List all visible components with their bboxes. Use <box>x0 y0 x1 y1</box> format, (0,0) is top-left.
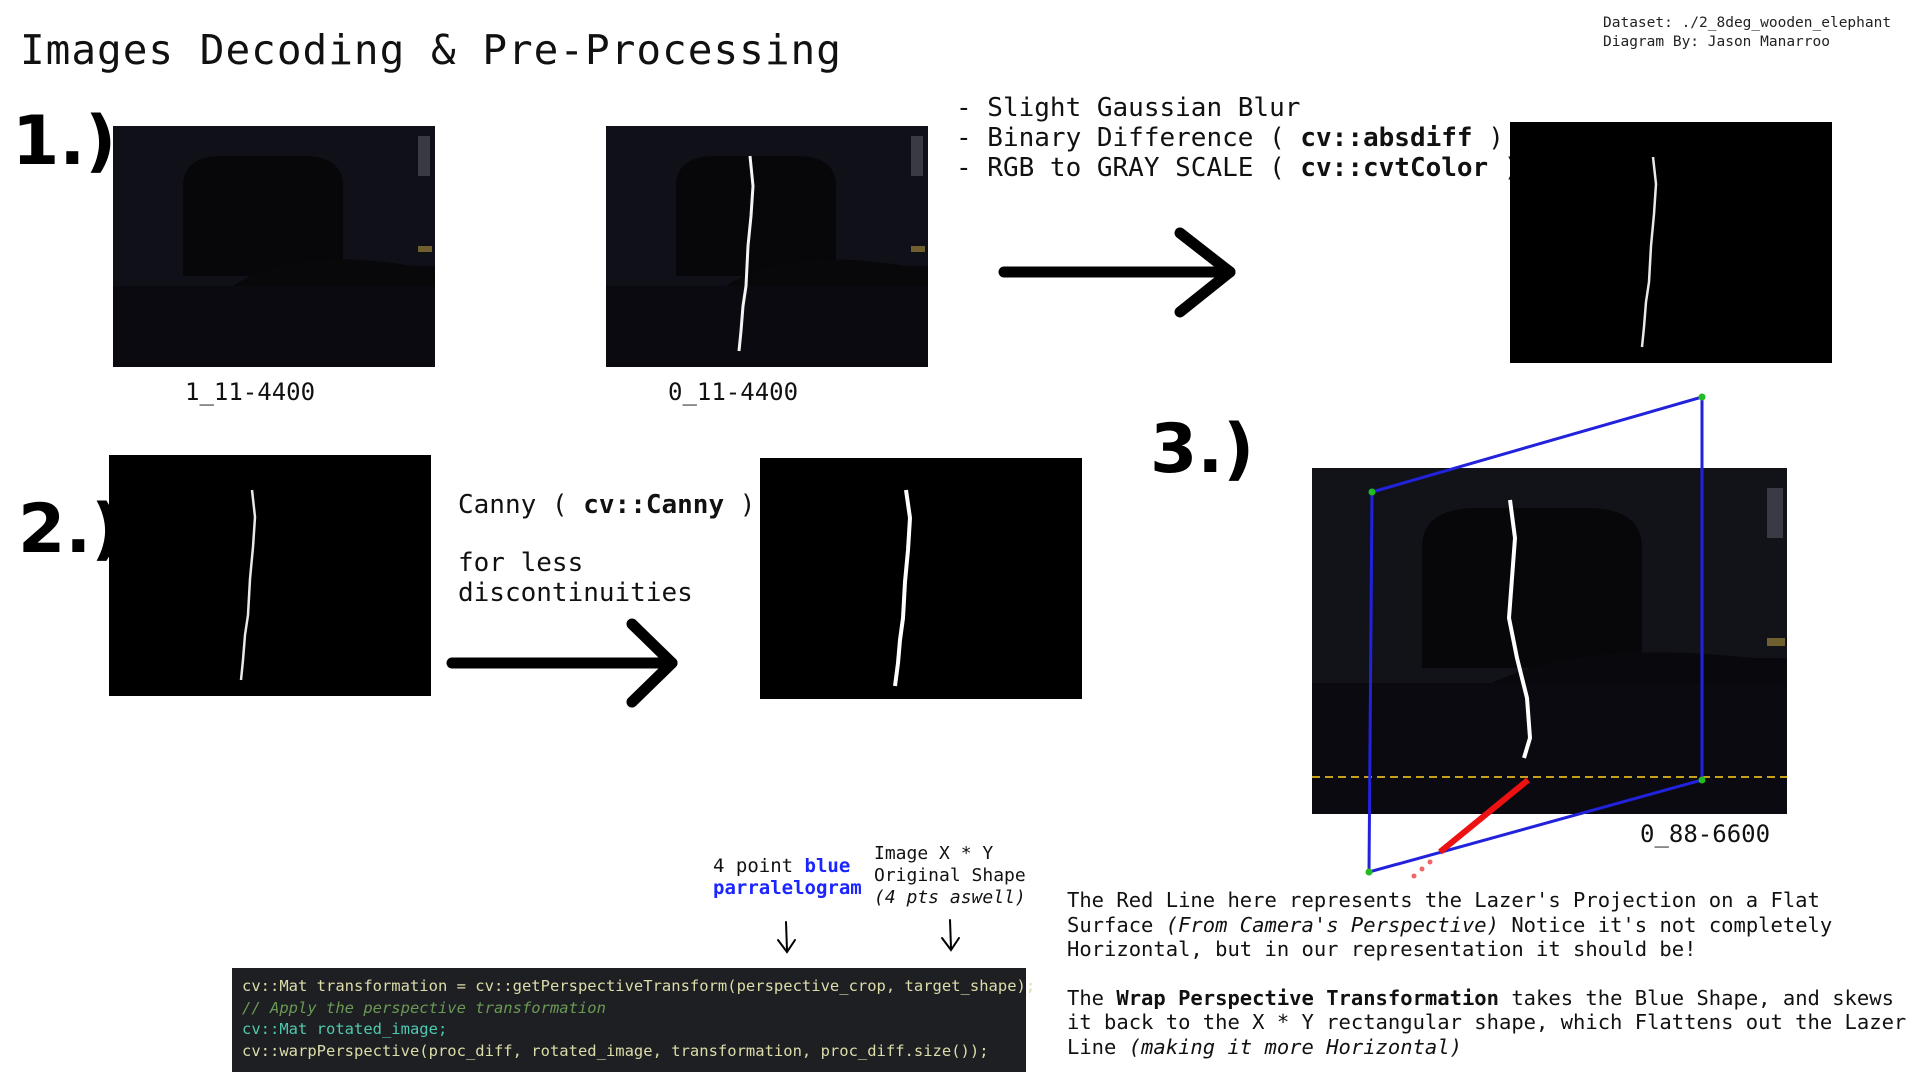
laser-line-input <box>239 489 257 681</box>
room-photo-scene <box>113 126 435 367</box>
pointer-arrows <box>777 919 960 954</box>
canny-note-1: for less <box>458 548 584 578</box>
room-photo-step3 <box>1312 468 1787 814</box>
code-line-1: cv::Mat transformation = cv::getPerspect… <box>242 977 1036 995</box>
label-blue-word: blue <box>804 855 851 877</box>
caption-0-88-6600: 0_88-6600 <box>1640 820 1771 848</box>
op-binary-difference: - Binary Difference ( cv::absdiff ) <box>956 123 1504 153</box>
image-0-11-4400 <box>606 126 928 367</box>
label-blue-parallelogram: 4 point blue parralelogram <box>713 855 862 899</box>
red-dotted-extension <box>1411 859 1433 879</box>
canny-note-2: discontinuities <box>458 578 693 608</box>
op-gaussian-blur: - Slight Gaussian Blur <box>956 93 1301 123</box>
laser-line-canny <box>893 489 913 687</box>
code-line-2: // Apply the perspective transformation <box>242 998 606 1017</box>
op-grayscale: - RGB to GRAY SCALE ( cv::cvtColor ) <box>956 153 1520 183</box>
step-2-label: 2.) <box>18 490 123 569</box>
code-line-4: cv::warpPerspective(proc_diff, rotated_i… <box>242 1041 989 1060</box>
image-1-11-4400 <box>113 126 435 367</box>
op-canny: Canny ( cv::Canny ) <box>458 490 756 520</box>
room-photo-laser <box>606 126 928 367</box>
arrow-step2 <box>446 618 678 708</box>
code-cvtcolor: cv::cvtColor <box>1300 153 1489 183</box>
code-canny: cv::Canny <box>583 490 725 520</box>
label-parralelogram: parralelogram <box>713 877 862 899</box>
caption-0-11-4400: 0_11-4400 <box>668 378 799 406</box>
step-1-operations: - Slight Gaussian Blur - Binary Differen… <box>956 93 1520 183</box>
arrow-step1 <box>998 227 1236 318</box>
code-absdiff: cv::absdiff <box>1300 123 1473 153</box>
code-snippet: cv::Mat transformation = cv::getPerspect… <box>232 968 1036 1072</box>
image-step2-input <box>109 455 431 696</box>
explanation-paragraph-1: The Red Line here represents the Lazer's… <box>1067 888 1833 961</box>
explanation-paragraph-2: The Wrap Perspective Transformation take… <box>1067 985 1907 1059</box>
step-2-operation: Canny ( cv::Canny ) for less discontinui… <box>458 490 755 608</box>
image-step2-output <box>760 458 1082 699</box>
author-label: Diagram By: Jason Manarroo <box>1603 34 1830 50</box>
image-step1-output <box>1510 122 1832 363</box>
caption-1-11-4400: 1_11-4400 <box>185 378 316 406</box>
step-3-label: 3.) <box>1150 410 1255 489</box>
label-image-shape: Image X * Y Original Shape (4 pts aswell… <box>874 843 1026 908</box>
laser-line-gray <box>1640 156 1658 348</box>
code-line-3: cv::Mat rotated_image; <box>242 1020 448 1038</box>
dataset-label: Dataset: ./2_8deg_wooden_elephant <box>1603 15 1892 31</box>
explanation-text: The Red Line here represents the Lazer's… <box>1067 888 1907 1059</box>
dataset-credits: Dataset: ./2_8deg_wooden_elephant Diagra… <box>1603 14 1891 52</box>
page-title: Images Decoding & Pre-Processing <box>20 26 842 74</box>
image-0-88-6600 <box>1312 468 1787 814</box>
step-1-label: 1.) <box>12 102 117 181</box>
